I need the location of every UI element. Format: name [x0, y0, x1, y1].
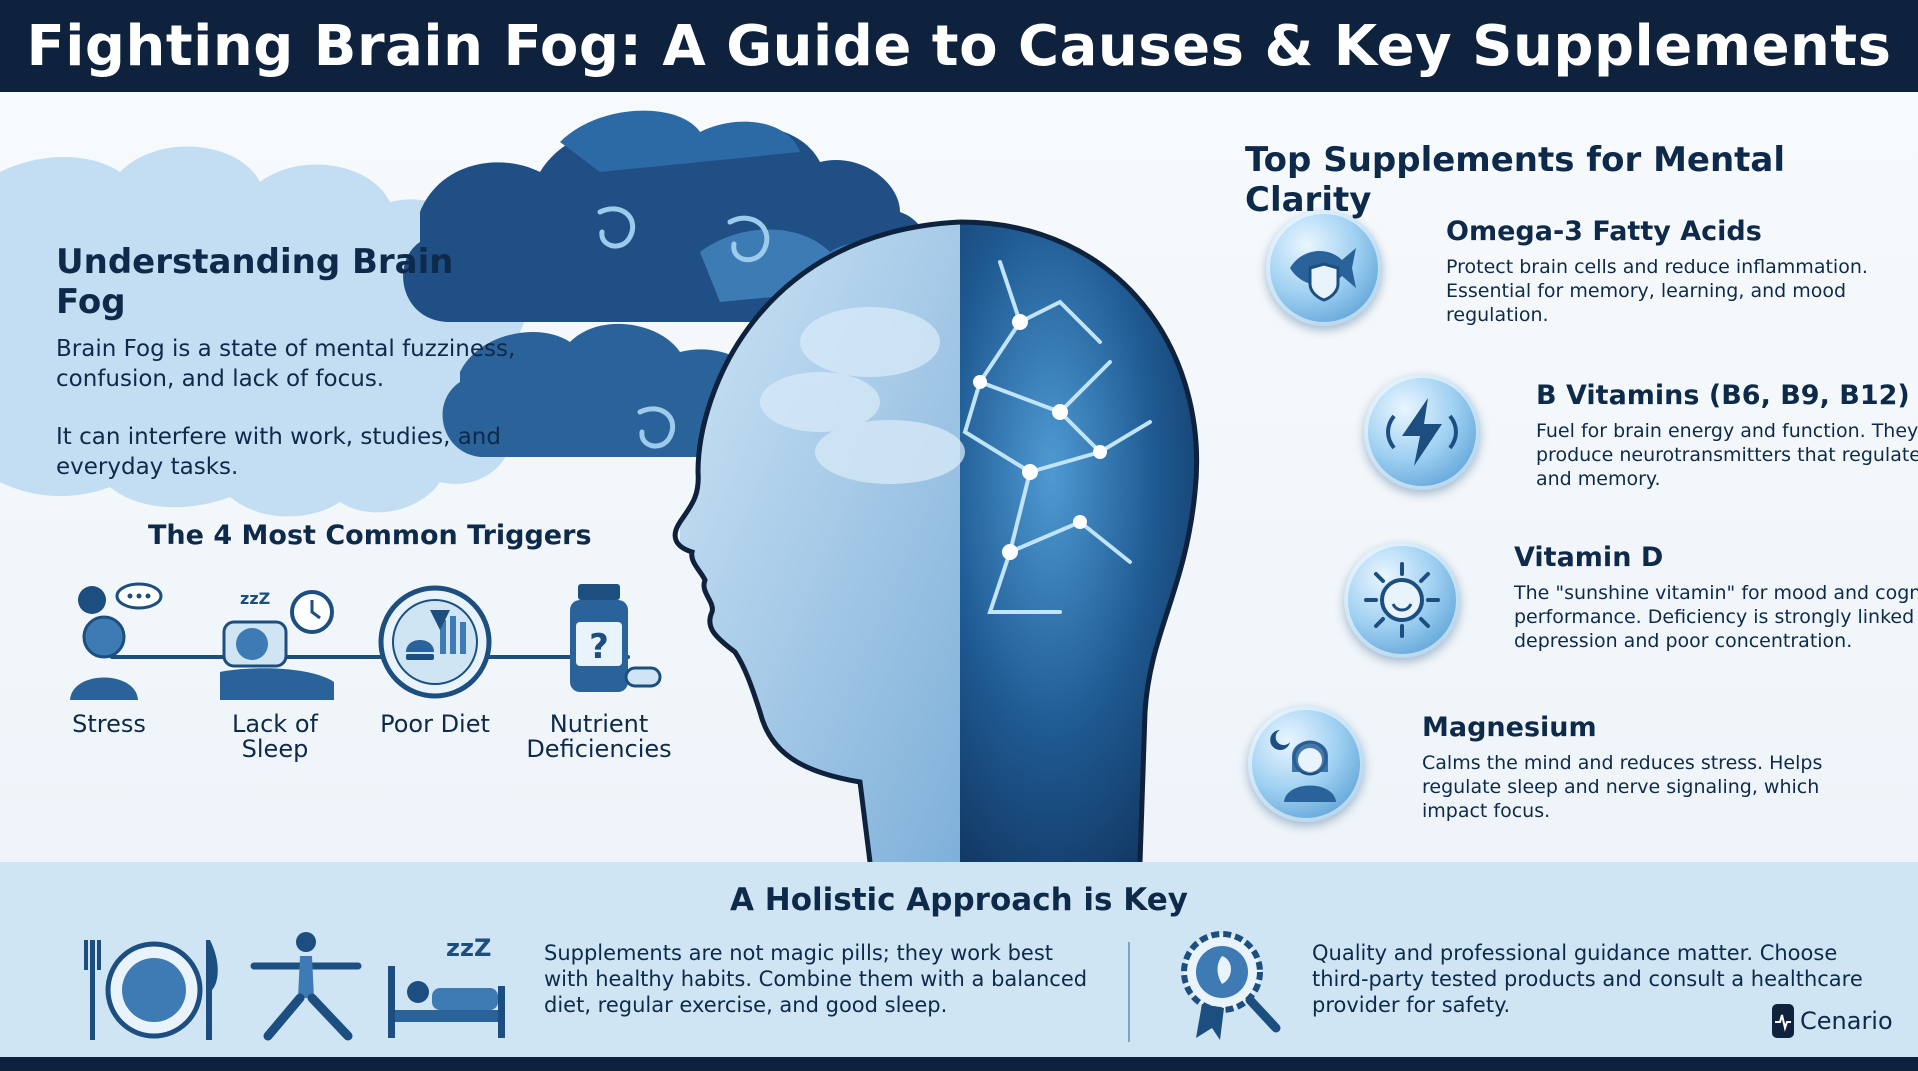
sleeping-alarm-icon: zzZ	[220, 589, 334, 700]
svg-text:?: ?	[589, 627, 609, 667]
trigger-label: Poor Diet	[380, 710, 490, 738]
holistic-habits-text: Supplements are not magic pills; they wo…	[544, 941, 1088, 1017]
supplement-description: Protect brain cells and reduce inflammat…	[1446, 256, 1868, 326]
junk-food-plate-icon	[378, 585, 492, 699]
left-cloud-shape	[0, 146, 546, 517]
holistic-heading: A Holistic Approach is Key	[729, 882, 1189, 918]
supplement-description: Calms the mind and reduces stress. Helps…	[1422, 752, 1823, 822]
quality-badge-magnifier-icon	[1181, 931, 1281, 1040]
supplement-bottle-icon: ?	[570, 584, 662, 692]
smiling-sun-icon	[1364, 562, 1440, 638]
stressed-person-icon	[70, 582, 163, 700]
brain-fog-illustration	[0, 110, 1200, 862]
supplement-description: The "sunshine vitamin" for mood and cogn…	[1514, 582, 1918, 652]
brand-name: Cenario	[1800, 1007, 1893, 1035]
supplement-orb	[1344, 542, 1460, 658]
supplement-name: Magnesium	[1422, 712, 1597, 743]
title-bar: Fighting Brain Fog: A Guide to Causes & …	[0, 0, 1918, 92]
trigger-label: Nutrient Deficiencies	[526, 710, 672, 763]
supplement-orb	[1248, 706, 1364, 822]
calm-woman-moon-icon	[1270, 730, 1336, 802]
svg-text:zzZ: zzZ	[446, 934, 491, 962]
footer-bar	[0, 1057, 1918, 1071]
trigger-lack-of-sleep: zzZ Lack of Sleep	[200, 582, 350, 762]
main-area: Understanding Brain Fog Brain Fog is a s…	[0, 92, 1918, 862]
svg-text:zzZ: zzZ	[240, 589, 270, 608]
trigger-label: Stress	[72, 710, 146, 738]
section-divider	[1128, 942, 1130, 1042]
supplement-name: Vitamin D	[1514, 542, 1664, 573]
trigger-stress: Stress	[34, 582, 184, 737]
supplement-orb	[1266, 210, 1382, 326]
understanding-paragraph-1: Brain Fog is a state of mental fuzziness…	[56, 336, 516, 392]
supplement-description: Fuel for brain energy and function. They…	[1536, 420, 1918, 490]
page-title: Fighting Brain Fog: A Guide to Causes & …	[26, 13, 1892, 79]
triggers-connector-line	[110, 655, 630, 659]
understanding-heading: Understanding Brain Fog	[56, 242, 454, 322]
holistic-quality-text: Quality and professional guidance matter…	[1312, 941, 1863, 1017]
trigger-poor-diet: Poor Diet	[360, 582, 510, 737]
supplement-name: Omega-3 Fatty Acids	[1446, 216, 1762, 247]
balanced-meal-icon	[84, 940, 218, 1040]
trigger-nutrient-deficiencies: ? Nutrient Deficiencies	[524, 582, 674, 762]
brand-mark: Cenario	[1772, 1004, 1893, 1038]
supplements-heading: Top Supplements for Mental Clarity	[1245, 140, 1786, 220]
triggers-heading: The 4 Most Common Triggers	[148, 520, 592, 551]
trigger-label: Lack of Sleep	[232, 710, 318, 763]
lightning-bolt-icon	[1386, 398, 1458, 466]
understanding-section: Understanding Brain Fog Brain Fog is a s…	[56, 242, 526, 510]
holistic-section: A Holistic Approach is Key zzZ Supplemen…	[0, 862, 1918, 1057]
brand-logo-icon	[1772, 1004, 1794, 1038]
yoga-pose-icon	[250, 932, 362, 1041]
sleeping-bed-icon: zzZ	[388, 934, 505, 1038]
fish-brain-shield-icon	[1290, 248, 1356, 302]
supplement-orb	[1364, 374, 1480, 490]
supplement-name: B Vitamins (B6, B9, B12)	[1536, 380, 1910, 411]
understanding-paragraph-2: It can interfere with work, studies, and…	[56, 424, 501, 480]
